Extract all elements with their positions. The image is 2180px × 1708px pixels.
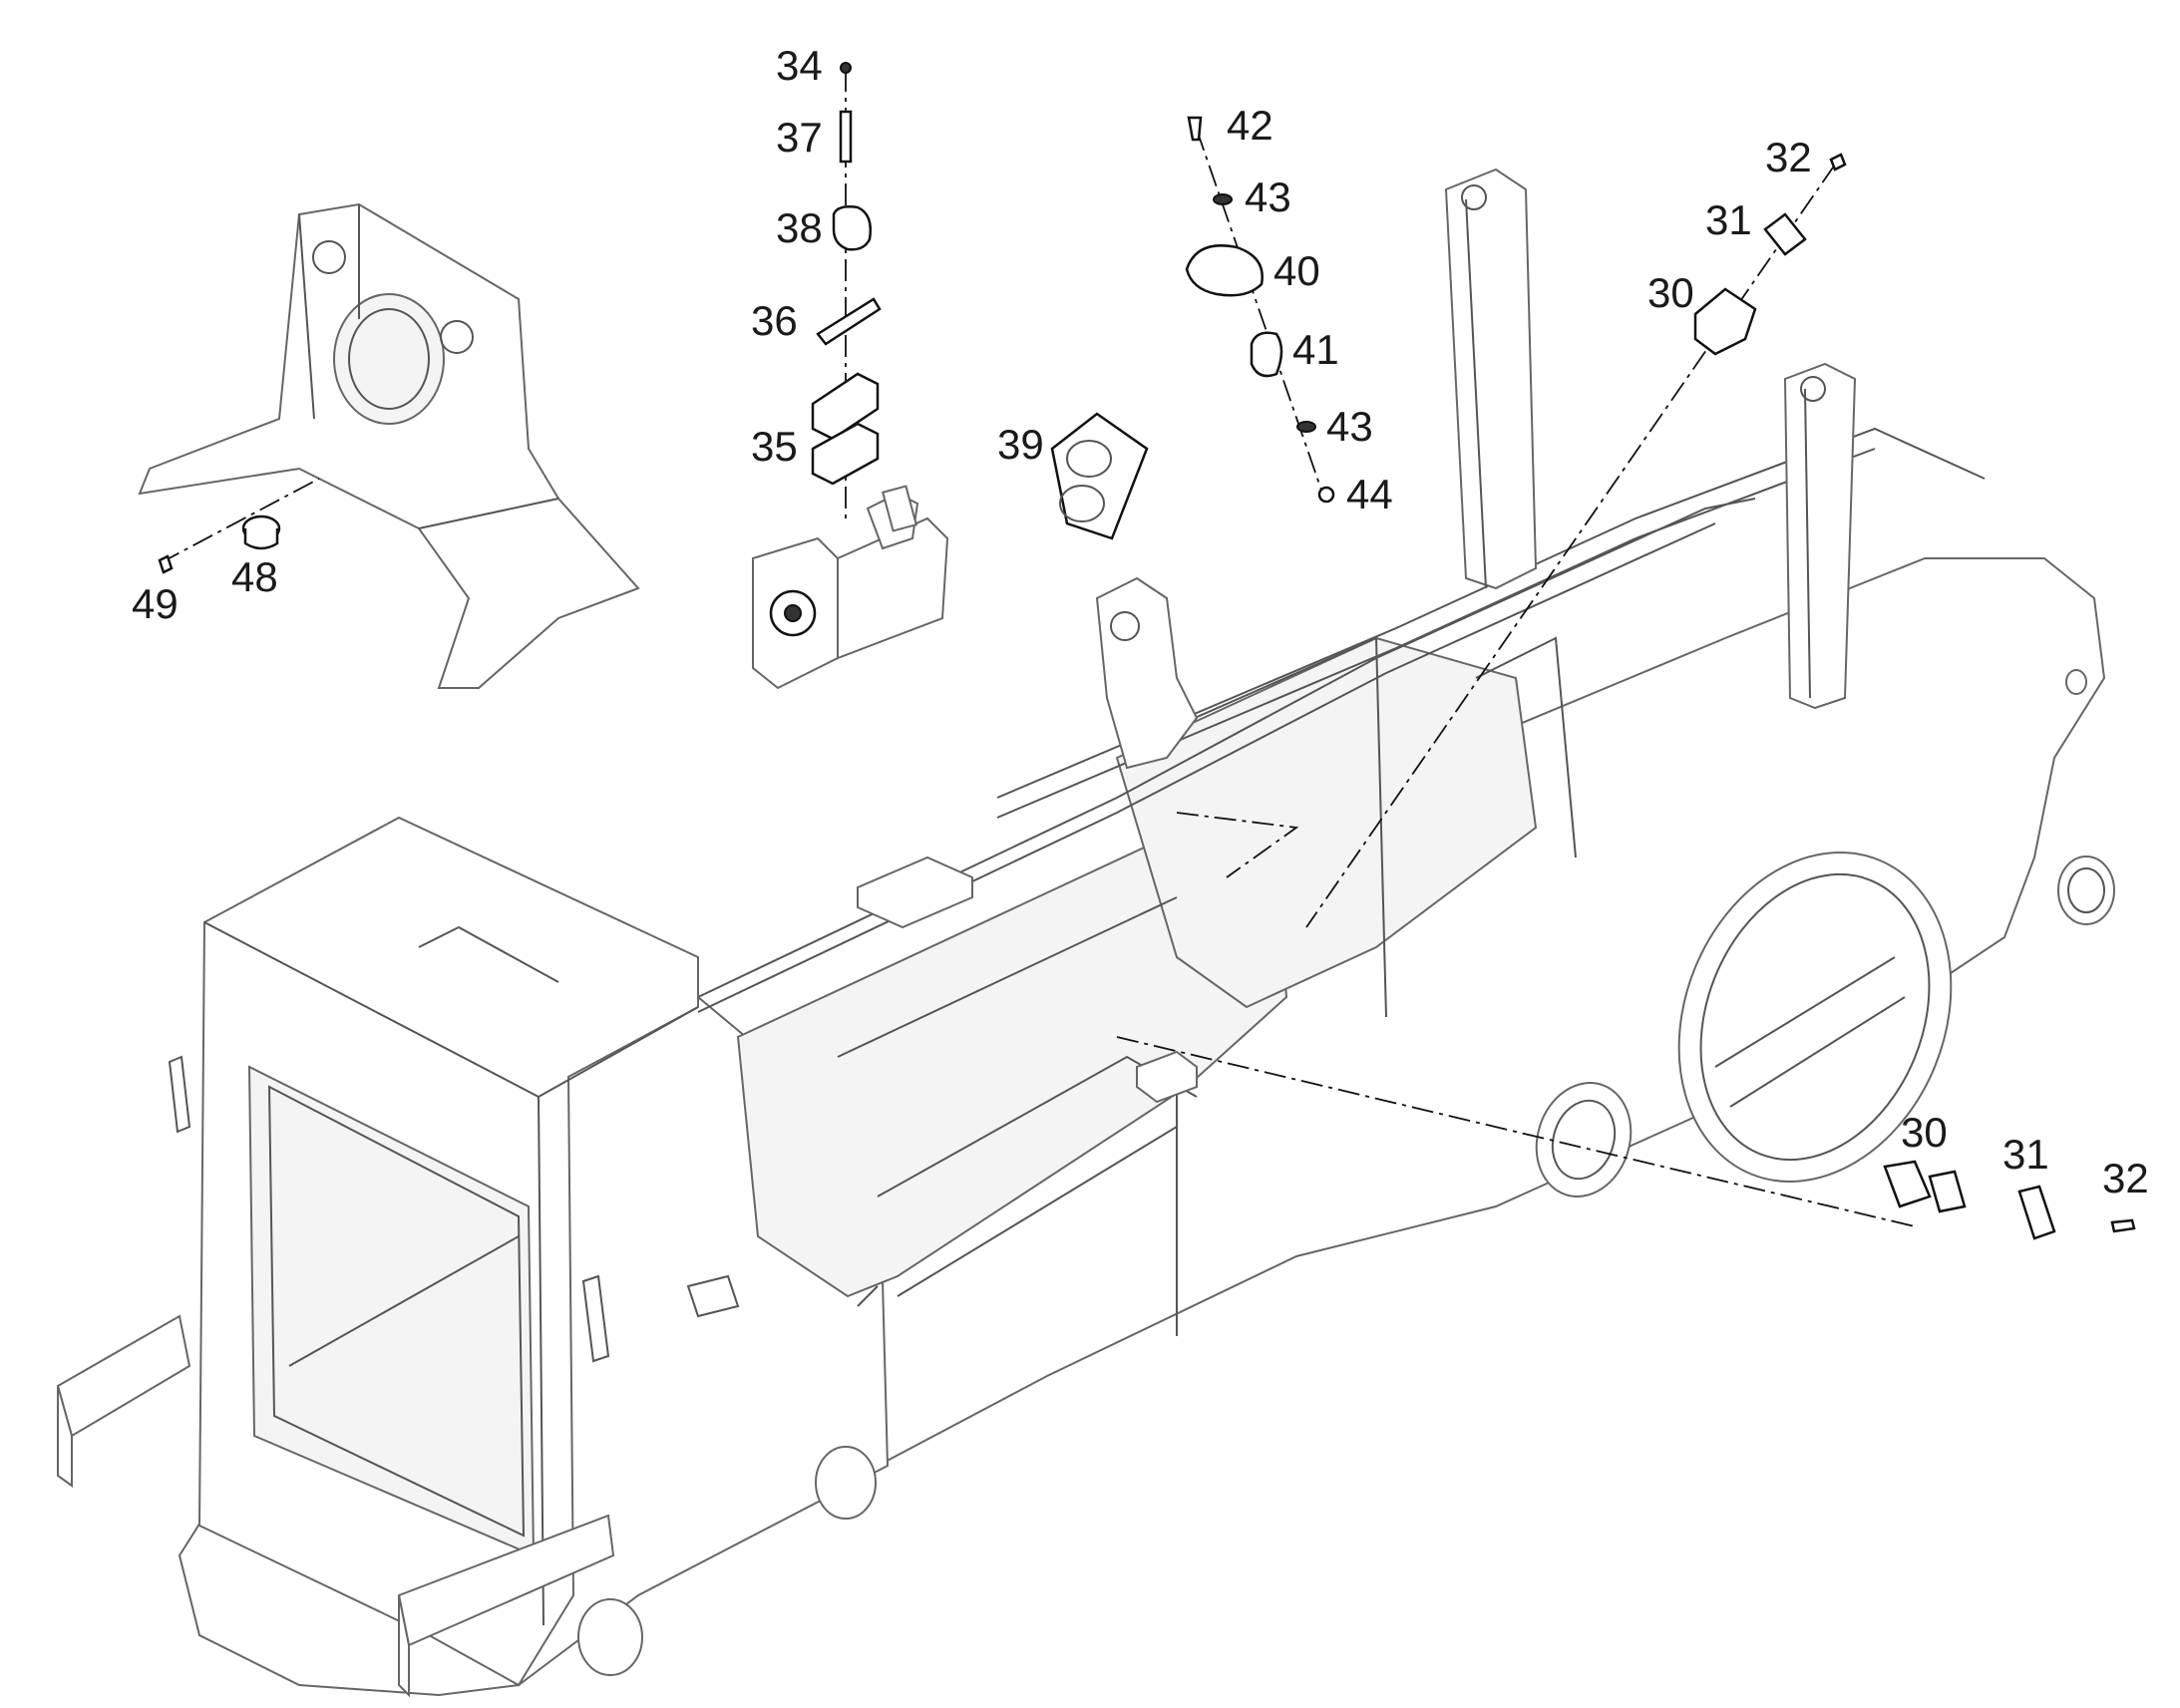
stud-37: [839, 110, 853, 164]
callout-31-upper: 31: [1705, 196, 1752, 243]
callout-39: 39: [997, 421, 1044, 468]
callout-40: 40: [1273, 247, 1320, 294]
callout-48: 48: [231, 553, 278, 600]
callout-44: 44: [1346, 471, 1393, 517]
rear-mount-bracket: [138, 202, 640, 689]
callout-49: 49: [132, 580, 179, 627]
callout-35: 35: [751, 423, 798, 470]
nut-34: [840, 62, 852, 74]
plate-36: [816, 297, 882, 346]
pump-fastener-stack: [811, 62, 882, 518]
hydraulic-pump: [752, 485, 949, 690]
hose-clamp-stack: [1185, 116, 1335, 504]
callout-31-lower: 31: [2002, 1131, 2049, 1178]
clip-stack-upper: [1305, 153, 1847, 928]
callout-36: 36: [751, 297, 798, 344]
callout-42: 42: [1227, 102, 1273, 149]
block-35-top: [811, 372, 880, 441]
callout-43-upper: 43: [1245, 173, 1291, 220]
block-35-bottom: [811, 422, 880, 486]
callout-41: 41: [1292, 326, 1339, 373]
callout-43-lower: 43: [1326, 403, 1373, 450]
callout-labels: 34 37 38 36 35 39 42 43 40 41 43 44 32 3…: [132, 42, 2149, 1201]
main-frame: [56, 168, 2115, 1698]
callout-37: 37: [776, 114, 823, 161]
callout-38: 38: [776, 204, 823, 251]
clamp-block-39: [1050, 412, 1149, 540]
callout-30-upper: 30: [1647, 269, 1694, 316]
callout-30-lower: 30: [1901, 1109, 1948, 1156]
callout-32-upper: 32: [1765, 134, 1812, 180]
clip-stack-lower: [1116, 812, 2136, 1240]
grommet-assembly: [158, 478, 320, 574]
callout-34: 34: [776, 42, 823, 89]
clamp-38: [832, 205, 872, 251]
callout-32-lower: 32: [2102, 1155, 2149, 1201]
